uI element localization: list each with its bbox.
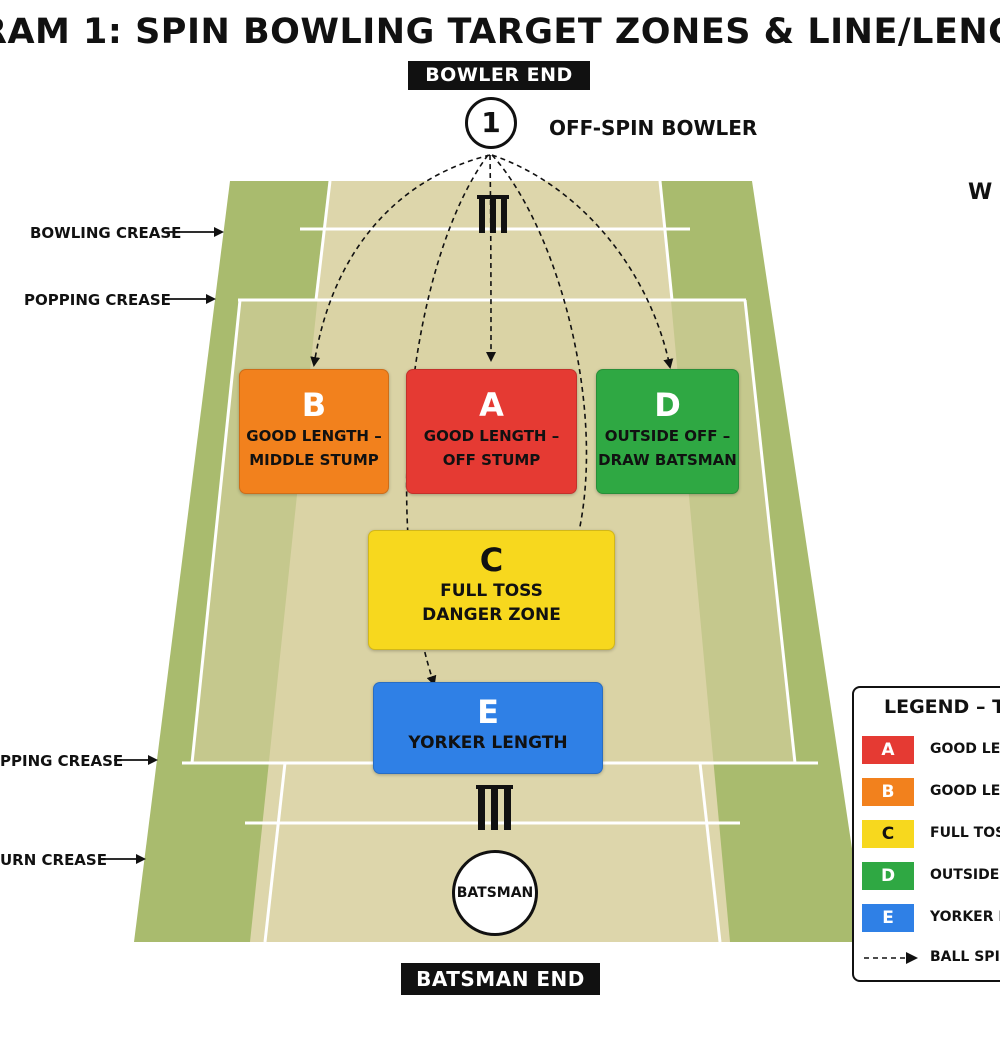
zone-d: D OUTSIDE OFF – DRAW BATSMAN — [596, 369, 739, 494]
legend-swatch-c: C — [862, 820, 914, 848]
zone-c: C FULL TOSS DANGER ZONE — [368, 530, 615, 650]
zone-a: A GOOD LENGTH – OFF STUMP — [406, 369, 577, 494]
zone-a-line1: GOOD LENGTH – — [423, 427, 560, 445]
bowler-marker: 1 — [465, 97, 517, 149]
legend-text-c: FULL TOSS — [930, 825, 1000, 841]
return-crease-bottom-left — [263, 762, 287, 943]
zone-e: E YORKER LENGTH — [373, 682, 603, 774]
spin-path-to-a — [485, 154, 496, 362]
legend-swatch-d: D — [862, 862, 914, 890]
zone-e-letter: E — [477, 693, 499, 731]
zone-b-line1: GOOD LENGTH – — [246, 427, 382, 445]
legend-swatch-b: B — [862, 778, 914, 806]
return-crease-top-right — [658, 180, 674, 301]
zone-b-letter: B — [301, 386, 327, 424]
zone-c-line1: FULL TOSS — [440, 581, 543, 601]
spin-path-to-c — [491, 154, 588, 550]
popping-crease-top-label: POPPING CREASE — [24, 291, 171, 309]
pitch-side-left — [190, 299, 242, 764]
zone-b: B GOOD LENGTH – MIDDLE STUMP — [239, 369, 389, 494]
bowler-label: OFF-SPIN BOWLER — [549, 116, 758, 140]
legend-title: LEGEND – T — [884, 696, 1000, 718]
legend-item-e: E YORKER LI — [862, 904, 1000, 932]
legend-swatch-a: A — [862, 736, 914, 764]
zone-c-line2: DANGER ZONE — [422, 605, 561, 625]
zone-b-line2: MIDDLE STUMP — [249, 451, 379, 469]
return-crease-bottom-right — [698, 762, 722, 943]
pitch-side-right — [743, 299, 797, 764]
legend-dashed-arrow-icon — [864, 952, 918, 964]
bowling-crease-label: BOWLING CREASE — [30, 224, 182, 242]
zone-e-line1: YORKER LENGTH — [408, 733, 568, 753]
bowler-end-label: BOWLER END — [408, 61, 590, 90]
legend-item-b: B GOOD LEN — [862, 778, 1000, 806]
side-label: W — [968, 180, 993, 205]
batsman-end-label: BATSMAN END — [401, 963, 600, 995]
legend-text-b: GOOD LEN — [930, 783, 1000, 799]
popping-crease-bottom-label: PPING CREASE — [0, 752, 124, 770]
spin-path-to-b — [310, 154, 491, 367]
legend-text-e: YORKER LI — [930, 909, 1000, 925]
legend-swatch-e: E — [862, 904, 914, 932]
spin-path-to-d — [491, 154, 674, 369]
zone-d-line2: DRAW BATSMAN — [598, 451, 737, 469]
zone-d-line1: OUTSIDE OFF – — [604, 427, 731, 445]
legend-text-d: OUTSIDE O — [930, 867, 1000, 883]
legend-item-c: C FULL TOSS — [862, 820, 1000, 848]
legend-arrow-text: BALL SPIN — [930, 949, 1000, 965]
legend-item-d: D OUTSIDE O — [862, 862, 1000, 890]
legend-text-a: GOOD LEN — [930, 741, 1000, 757]
return-crease-top-left — [314, 180, 332, 301]
legend: LEGEND – T A GOOD LEN B GOOD LEN C FULL … — [852, 686, 1000, 982]
zone-c-letter: C — [479, 541, 504, 579]
zone-d-letter: D — [654, 386, 681, 424]
legend-item-a: A GOOD LEN — [862, 736, 1000, 764]
zone-a-letter: A — [479, 386, 504, 424]
diagram-title: RAM 1: SPIN BOWLING TARGET ZONES & LINE/… — [0, 12, 1000, 52]
stumps-top — [477, 195, 509, 233]
zone-a-line2: OFF STUMP — [442, 451, 541, 469]
return-crease-label: URN CREASE — [0, 851, 107, 869]
stumps-bottom — [476, 785, 513, 830]
batsman-marker: BATSMAN — [452, 850, 538, 936]
